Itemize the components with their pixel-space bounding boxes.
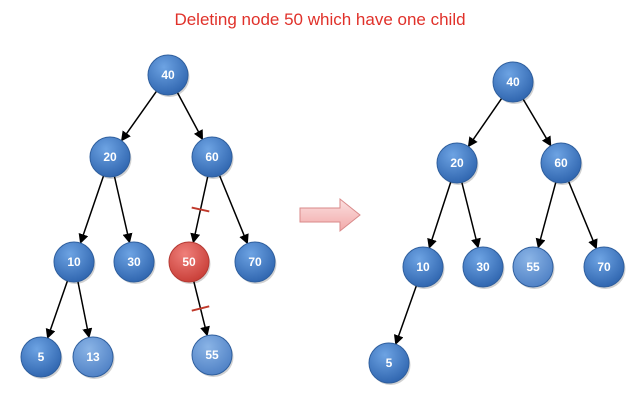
node-label: 40 — [161, 68, 175, 82]
edge-a40-a20 — [467, 98, 503, 148]
edge-a20-a10 — [427, 181, 452, 249]
node-label: 13 — [86, 350, 100, 364]
node-circle — [462, 246, 504, 288]
tree-node-b60: 60 — [191, 136, 234, 179]
tree-node-b55: 55 — [191, 334, 234, 377]
node-label: 60 — [554, 156, 568, 170]
tree-node-b10: 10 — [53, 241, 96, 284]
edge-b40-b60 — [176, 92, 204, 141]
edge-b10-b13 — [77, 281, 93, 339]
node-circle — [113, 241, 155, 283]
tree-node-a60: 60 — [540, 142, 583, 185]
tree-node-b30: 30 — [113, 241, 156, 284]
edge-a60-a70 — [567, 181, 598, 250]
node-circle — [492, 61, 534, 103]
node-label: 70 — [597, 260, 611, 274]
edge-b20-b30 — [113, 176, 133, 244]
tree-node-b40: 40 — [147, 54, 190, 97]
tree-node-a10: 10 — [402, 246, 445, 289]
node-label: 30 — [476, 260, 490, 274]
tree-node-a5: 5 — [368, 342, 411, 385]
transition-arrow — [299, 197, 361, 233]
node-label: 55 — [526, 260, 540, 274]
tree-node-b13: 13 — [72, 336, 115, 379]
edge-b20-b10 — [78, 175, 105, 245]
tree-node-a30: 30 — [462, 246, 505, 289]
node-circle — [53, 241, 95, 283]
node-circle — [583, 246, 625, 288]
node-label: 5 — [38, 350, 45, 364]
node-circle — [20, 336, 62, 378]
node-label: 55 — [205, 348, 219, 362]
tree-node-b20: 20 — [89, 136, 132, 179]
node-circle — [402, 246, 444, 288]
node-label: 40 — [506, 75, 520, 89]
node-label: 70 — [248, 255, 262, 269]
edge-b60-b70 — [218, 175, 249, 245]
cut-mark-b60-b50 — [191, 206, 210, 213]
diagram-title: Deleting node 50 which have one child — [174, 10, 466, 29]
tree-node-a55: 55 — [512, 246, 555, 289]
node-circle — [436, 142, 478, 184]
tree-node-a70: 70 — [583, 246, 626, 289]
tree-node-b70: 70 — [234, 241, 277, 284]
node-circle — [512, 246, 554, 288]
node-label: 10 — [416, 260, 430, 274]
cut-mark-b50-b55 — [191, 305, 210, 312]
node-label: 60 — [205, 150, 219, 164]
node-label: 20 — [103, 150, 117, 164]
node-circle — [234, 241, 276, 283]
edge-a60-a55 — [535, 182, 557, 249]
node-label: 20 — [450, 156, 464, 170]
node-circle — [168, 241, 210, 283]
node-circle — [72, 336, 114, 378]
node-label: 10 — [67, 255, 81, 269]
node-circle — [147, 54, 189, 96]
node-circle — [191, 136, 233, 178]
cut-marks-layer — [191, 206, 210, 312]
tree-node-b50: 50 — [168, 241, 211, 284]
node-label: 5 — [386, 356, 393, 370]
edge-b40-b20 — [120, 90, 158, 142]
node-label: 50 — [182, 255, 196, 269]
node-circle — [89, 136, 131, 178]
nodes-layer: 40 20 60 10 30 50 70 5 13 55 40 20 60 10 30 55 70 5 — [20, 54, 626, 385]
tree-node-a40: 40 — [492, 61, 535, 104]
edge-b10-b5 — [45, 280, 69, 340]
node-circle — [540, 142, 582, 184]
node-circle — [368, 342, 410, 384]
tree-node-b5: 5 — [20, 336, 63, 379]
tree-node-a20: 20 — [436, 142, 479, 185]
edge-a40-a60 — [522, 98, 552, 147]
edge-a20-a30 — [461, 182, 481, 249]
edge-a10-a5 — [393, 285, 418, 346]
node-circle — [191, 334, 233, 376]
node-label: 30 — [127, 255, 141, 269]
